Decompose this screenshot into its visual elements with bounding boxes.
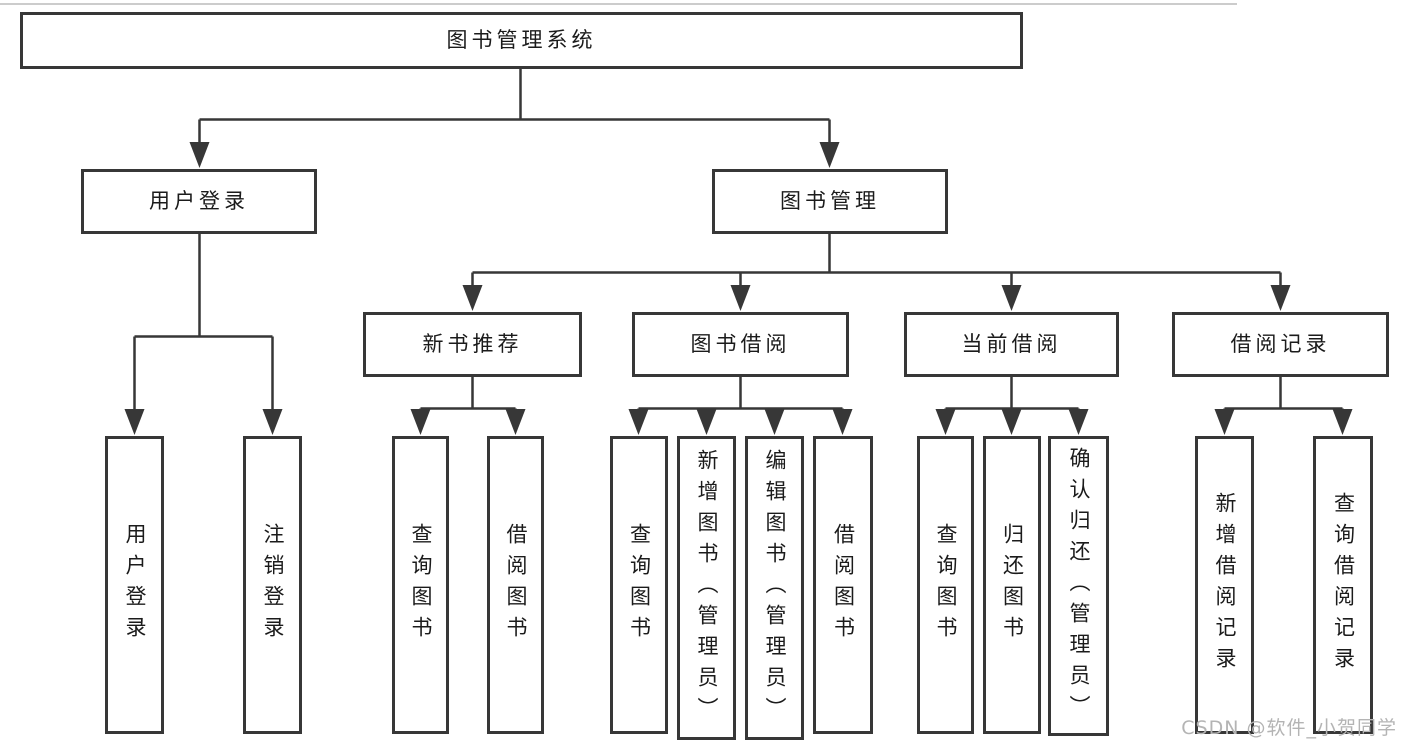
arrowhead-icon — [1214, 409, 1235, 435]
node-label: 当前借阅 — [961, 332, 1062, 356]
page-edge-line — [0, 3, 1237, 5]
arrowhead-icon — [124, 409, 145, 435]
node-user-login: 用户登录 — [81, 169, 317, 234]
connector-borrow-record-children — [1223, 377, 1344, 424]
leaf-query-books-recommend: 查询图书 — [392, 436, 449, 734]
arrowhead-icon — [1332, 409, 1353, 435]
connector-current-borrow-children — [944, 377, 1080, 424]
arrowhead-icon — [935, 409, 956, 435]
node-borrow-records: 借阅记录 — [1172, 312, 1389, 377]
node-current-borrowing: 当前借阅 — [904, 312, 1119, 377]
leaf-confirm-return-admin: 确认归还（管理员） — [1048, 436, 1109, 736]
arrowhead-icon — [1001, 409, 1022, 435]
node-label: 查询图书 — [627, 523, 652, 647]
leaf-query-books-borrow: 查询图书 — [610, 436, 668, 734]
node-library-system: 图书管理系统 — [20, 12, 1023, 69]
arrowhead-icon — [764, 409, 785, 435]
arrowhead-icon — [462, 285, 483, 311]
node-label: 用户登录 — [123, 523, 147, 647]
leaf-add-borrow-record: 新增借阅记录 — [1195, 436, 1254, 734]
leaf-user-login: 用户登录 — [105, 436, 164, 734]
arrowhead-icon — [505, 409, 526, 435]
leaf-return-books: 归还图书 — [983, 436, 1041, 734]
arrowhead-icon — [1270, 285, 1291, 311]
arrowhead-icon — [628, 409, 649, 435]
node-book-borrowing: 图书借阅 — [632, 312, 849, 377]
node-label: 用户登录 — [149, 189, 249, 213]
leaf-borrow-books-recommend: 借阅图书 — [487, 436, 544, 734]
connector-book-borrow-children — [637, 377, 844, 424]
connector-user-login-children — [133, 234, 274, 420]
leaf-edit-books-admin: 编辑图书（管理员） — [745, 436, 804, 740]
node-label: 借阅记录 — [1230, 332, 1331, 356]
node-label: 图书借阅 — [690, 332, 791, 356]
arrowhead-icon — [819, 142, 840, 168]
node-label: 新增借阅记录 — [1213, 492, 1237, 678]
leaf-add-books-admin: 新增图书（管理员） — [677, 436, 736, 740]
leaf-query-books-current: 查询图书 — [917, 436, 974, 734]
arrowhead-icon — [730, 285, 751, 311]
node-label: 新增图书（管理员） — [695, 448, 719, 728]
node-label: 借阅图书 — [831, 523, 856, 647]
leaf-borrow-books: 借阅图书 — [813, 436, 873, 734]
node-book-management: 图书管理 — [712, 169, 948, 234]
connector-new-book-children — [419, 377, 517, 424]
node-label: 图书管理系统 — [446, 28, 597, 52]
node-label: 查询借阅记录 — [1331, 492, 1356, 678]
connector-book-mgmt-children — [471, 234, 1282, 300]
node-new-book-recommend: 新书推荐 — [363, 312, 582, 377]
node-label: 查询图书 — [409, 523, 433, 647]
connector-root-to-level1 — [198, 69, 831, 150]
arrowhead-icon — [189, 142, 210, 168]
node-label: 借阅图书 — [504, 523, 528, 647]
leaf-query-borrow-record: 查询借阅记录 — [1313, 436, 1373, 734]
arrowhead-icon — [1068, 409, 1089, 435]
arrowhead-icon — [832, 409, 853, 435]
arrowhead-icon — [410, 409, 431, 435]
node-label: 归还图书 — [1000, 523, 1025, 647]
node-label: 图书管理 — [780, 189, 880, 213]
node-label: 新书推荐 — [422, 332, 523, 356]
arrowhead-icon — [696, 409, 717, 435]
node-label: 编辑图书（管理员） — [763, 448, 787, 728]
leaf-logout: 注销登录 — [243, 436, 302, 734]
arrowhead-icon — [1001, 285, 1022, 311]
arrowhead-icon — [262, 409, 283, 435]
csdn-watermark: CSDN @软件_小贺同学 — [1181, 717, 1397, 739]
node-label: 查询图书 — [934, 523, 958, 647]
node-label: 注销登录 — [261, 523, 285, 647]
node-label: 确认归还（管理员） — [1067, 446, 1091, 726]
